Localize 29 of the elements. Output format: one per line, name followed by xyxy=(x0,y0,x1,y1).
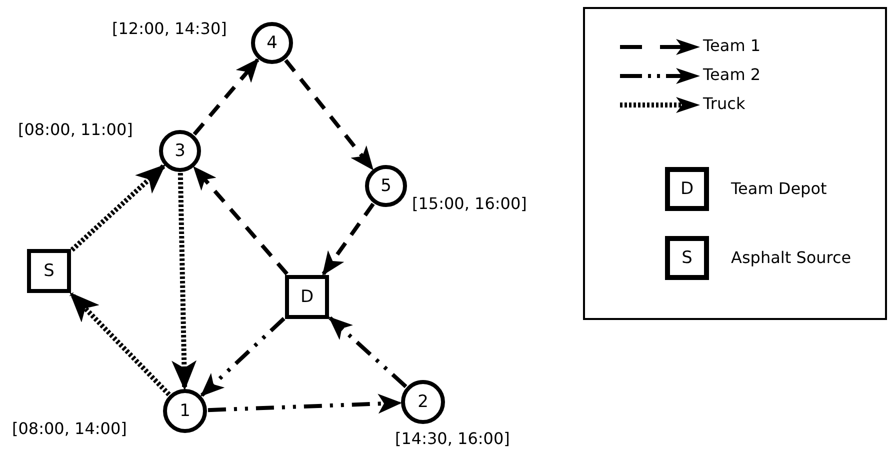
legend-text: Team Depot xyxy=(731,180,827,198)
time-window-label: [08:00, 11:00] xyxy=(18,121,133,139)
legend-shape-sample: D xyxy=(665,167,709,211)
arrow xyxy=(200,317,286,397)
legend-text: Truck xyxy=(703,95,746,113)
customer-node: 3 xyxy=(159,130,201,172)
arrow xyxy=(192,58,260,136)
arrow xyxy=(208,394,402,414)
arrow xyxy=(70,292,171,396)
legend-shape-sample: S xyxy=(665,236,709,280)
time-window-label: [15:00, 16:00] xyxy=(412,195,527,213)
depot-box: D xyxy=(285,275,329,319)
customer-node: 2 xyxy=(401,380,445,424)
legend-text: Team 1 xyxy=(703,37,761,55)
legend-text: Asphalt Source xyxy=(731,249,852,267)
arrow xyxy=(172,172,197,390)
customer-node: 5 xyxy=(365,165,407,207)
arrow xyxy=(70,164,166,252)
legend-text: Team 2 xyxy=(703,66,761,84)
time-window-label: [12:00, 14:30] xyxy=(112,20,227,38)
arrow xyxy=(328,316,408,388)
arrow xyxy=(284,58,374,170)
arrow xyxy=(192,166,288,276)
time-window-label: [14:30, 16:00] xyxy=(395,430,510,448)
depot-box: S xyxy=(27,249,71,293)
customer-node: 4 xyxy=(251,22,293,64)
time-window-label: [08:00, 14:00] xyxy=(12,420,127,438)
arrow xyxy=(322,202,375,276)
customer-node: 1 xyxy=(163,389,207,433)
